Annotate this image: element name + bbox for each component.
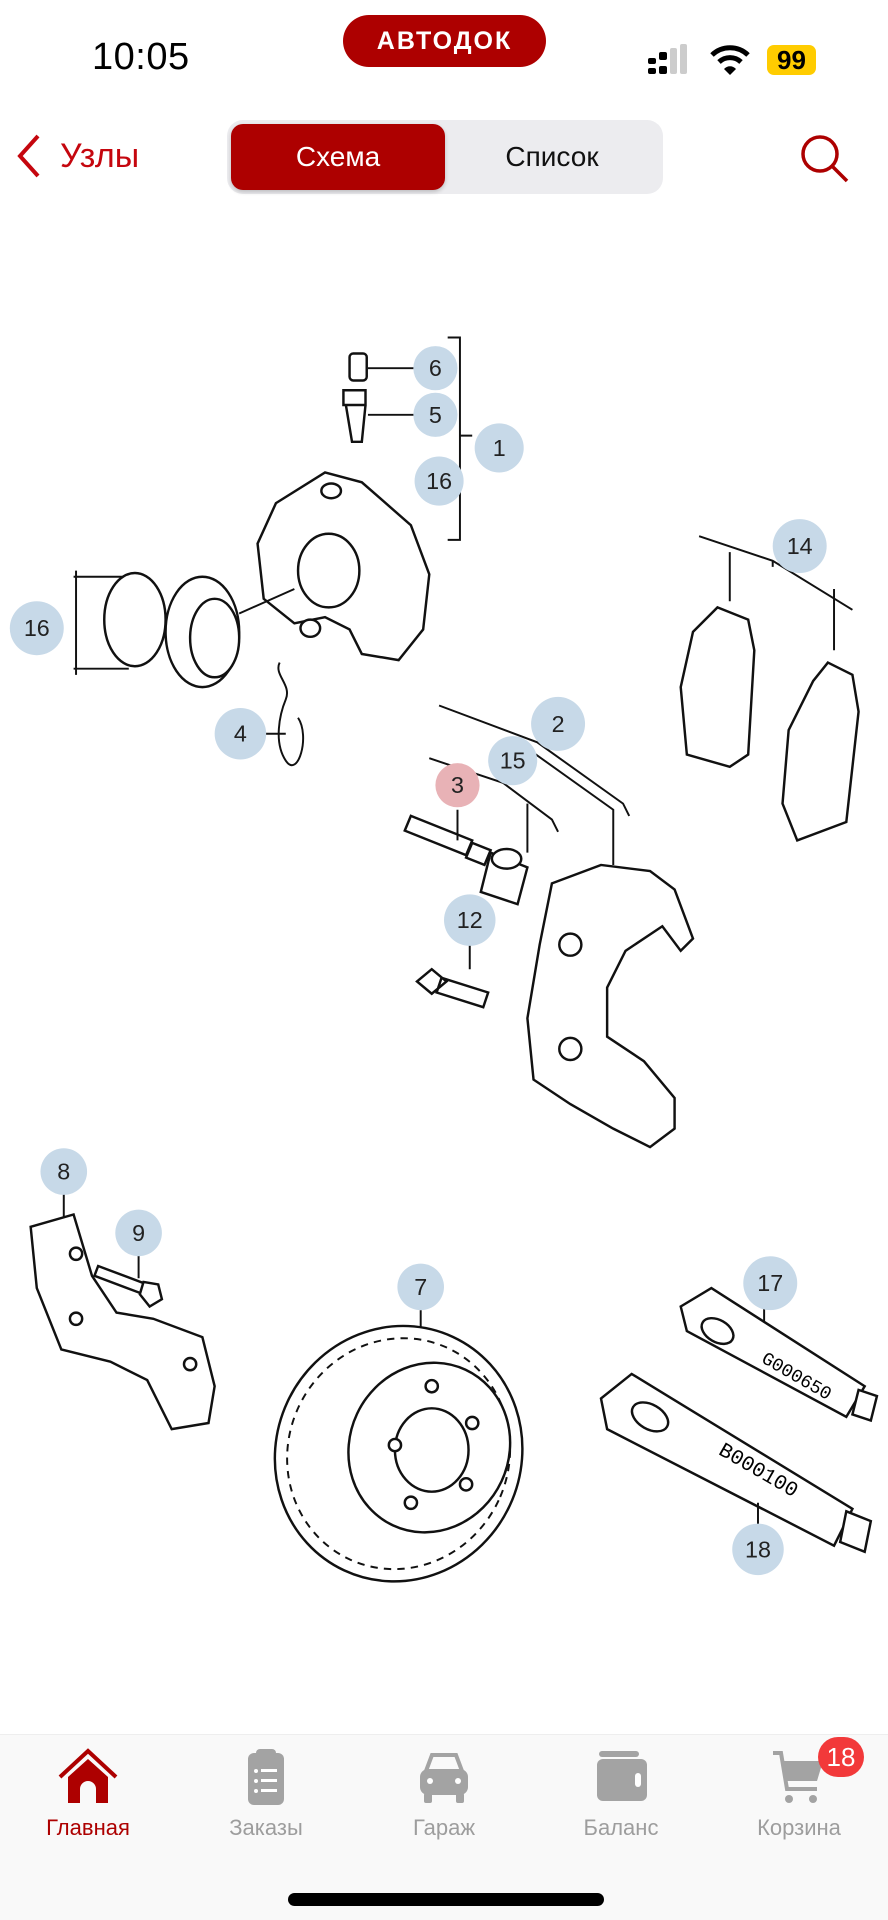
brake-disc[interactable]	[233, 1285, 564, 1622]
callout-number: 5	[429, 402, 442, 428]
search-icon[interactable]	[796, 130, 852, 186]
guide-pin[interactable]	[403, 814, 493, 867]
callout-number: 14	[787, 533, 813, 559]
callout-bubble	[435, 763, 480, 808]
tab-label: Баланс	[583, 1815, 659, 1840]
spring-clip	[277, 662, 305, 767]
callout-12[interactable]: 12	[444, 894, 496, 946]
callout-7[interactable]: 7	[397, 1263, 444, 1311]
callout-bubble	[772, 519, 827, 574]
brake-pads[interactable]	[679, 605, 860, 842]
callout-bubble	[214, 707, 267, 760]
callout-18[interactable]: 18	[732, 1523, 784, 1576]
callout-14[interactable]: 14	[772, 519, 827, 574]
segment-list[interactable]: Список	[505, 141, 599, 172]
callout-bubble	[444, 894, 496, 946]
callout-number: 9	[132, 1220, 145, 1246]
battery-indicator: 99	[767, 45, 816, 75]
callout-9[interactable]: 9	[115, 1209, 162, 1257]
caliper-housing[interactable]	[256, 471, 431, 662]
chevron-left-icon	[17, 134, 40, 178]
callout-1[interactable]: 1	[474, 423, 524, 473]
callout-number: 2	[552, 711, 565, 737]
cart-icon	[773, 1751, 823, 1803]
bolt-9[interactable]	[92, 1264, 164, 1309]
callout-number: 8	[57, 1159, 70, 1185]
tab-garage[interactable]: Гараж	[369, 1747, 519, 1841]
callout-bubble	[413, 392, 458, 437]
wallet-icon	[597, 1751, 647, 1801]
back-label: Узлы	[60, 136, 140, 175]
callout-15[interactable]: 15	[488, 736, 538, 786]
home-indicator	[288, 1893, 604, 1906]
callout-17[interactable]: 17	[743, 1256, 798, 1311]
caliper-carrier[interactable]	[526, 863, 695, 1149]
callout-bubble	[9, 601, 64, 656]
callout-number: 3	[451, 772, 464, 798]
cart-badge: 18	[818, 1737, 864, 1777]
app-logo: АВТОДОК	[343, 15, 546, 67]
dust-shield-bracket[interactable]	[29, 1212, 216, 1431]
callout-number: 16	[24, 615, 50, 641]
grease-tube-17[interactable]: G000650	[679, 1286, 879, 1423]
callout-bubble	[531, 696, 586, 751]
guide-bushing[interactable]	[479, 847, 529, 906]
callout-6[interactable]: 6	[413, 346, 458, 391]
tab-label: Корзина	[757, 1815, 841, 1840]
callout-16[interactable]: 16	[414, 456, 464, 506]
tab-label: Гараж	[412, 1815, 476, 1840]
callout-bubble	[743, 1256, 798, 1311]
callout-8[interactable]: 8	[40, 1148, 88, 1195]
status-time: 10:05	[92, 36, 190, 78]
callout-3[interactable]: 3	[435, 763, 480, 808]
callout-bubble	[488, 736, 538, 786]
tab-label: Заказы	[229, 1815, 303, 1840]
callout-16[interactable]: 16	[9, 601, 64, 656]
signal-icon	[648, 44, 687, 74]
tab-label: Главная	[46, 1815, 130, 1840]
callout-number: 6	[429, 355, 442, 381]
callout-number: 4	[234, 721, 247, 747]
callout-number: 7	[414, 1274, 427, 1300]
callout-bubble	[414, 456, 464, 506]
callout-bubble	[397, 1263, 444, 1311]
callout-number: 16	[426, 468, 452, 494]
callout-5[interactable]: 5	[413, 392, 458, 437]
tab-orders[interactable]: Заказы	[191, 1747, 341, 1841]
callout-bubble	[413, 346, 458, 391]
callout-number: 18	[745, 1536, 771, 1562]
wifi-icon	[710, 45, 750, 75]
bottom-tab-bar: Главная Заказы Гараж Баланс Корзина	[0, 1734, 888, 1920]
callout-bubble	[732, 1523, 784, 1576]
piston-seal-kit[interactable]	[103, 571, 241, 689]
bleed-valve[interactable]	[342, 352, 368, 444]
callout-number: 17	[757, 1270, 783, 1296]
callout-bubble	[115, 1209, 162, 1257]
home-icon	[58, 1748, 118, 1803]
callout-4[interactable]: 4	[214, 707, 267, 760]
clipboard-icon	[248, 1749, 284, 1805]
car-icon	[420, 1753, 468, 1803]
tab-home[interactable]: Главная	[13, 1747, 163, 1841]
tab-cart[interactable]: Корзина	[724, 1747, 874, 1841]
callout-number: 12	[457, 907, 483, 933]
bolt-12[interactable]	[415, 967, 490, 1009]
view-segmented-control: Схема Список	[227, 120, 663, 194]
segment-scheme[interactable]: Схема	[231, 124, 445, 190]
callout-number: 1	[493, 435, 506, 461]
callout-bubble	[40, 1148, 88, 1195]
back-button[interactable]: Узлы	[16, 134, 139, 178]
callout-number: 15	[500, 748, 526, 774]
tab-balance[interactable]: Баланс	[546, 1747, 696, 1841]
callout-2[interactable]: 2	[531, 696, 586, 751]
callout-bubble	[474, 423, 524, 473]
